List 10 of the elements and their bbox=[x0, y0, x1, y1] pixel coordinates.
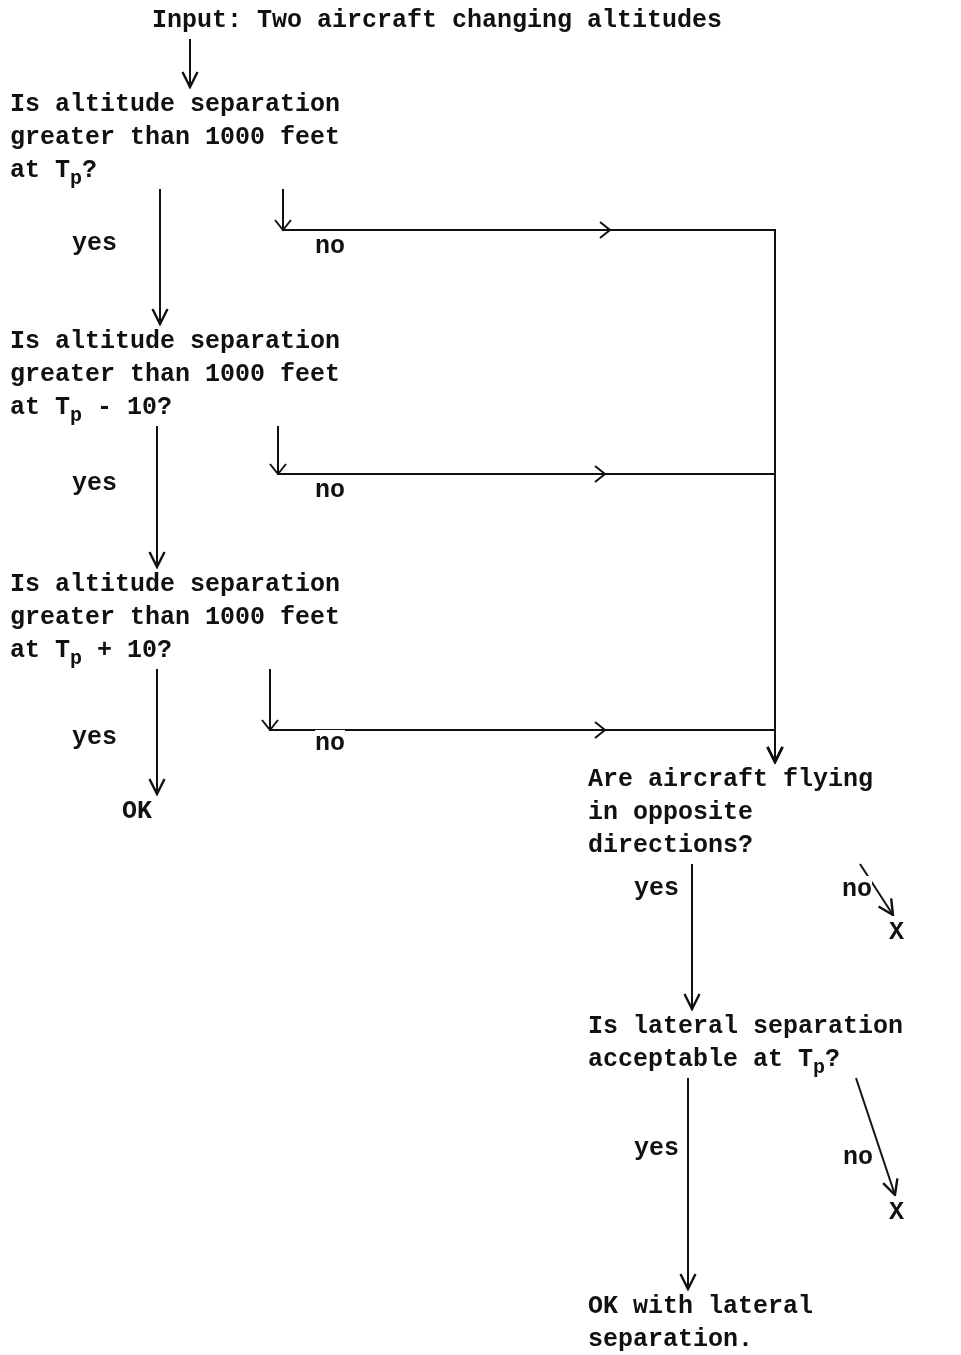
flow-text: X bbox=[889, 1196, 914, 1229]
flow-text: OK with lateral separation. bbox=[588, 1290, 858, 1355]
flow-text: Is lateral separation acceptable at T$_{p}$? bbox=[588, 1010, 958, 1076]
flow-text: Are aircraft flying in opposite directions? bbox=[588, 763, 908, 862]
flow-text: Input: Two aircraft changing altitudes bbox=[152, 4, 792, 37]
flow-text: Is altitude separation greater than 1000 feet at T$_{p}$ + 10? bbox=[10, 568, 380, 667]
flow-text: Is altitude separation greater than 1000 feet at T$_{p}$? bbox=[10, 88, 380, 187]
flow-text: OK bbox=[122, 795, 162, 828]
flow-text: X bbox=[889, 916, 914, 949]
flow-text: Is altitude separation greater than 1000 feet at T$_{p}$ - 10? bbox=[10, 325, 380, 424]
